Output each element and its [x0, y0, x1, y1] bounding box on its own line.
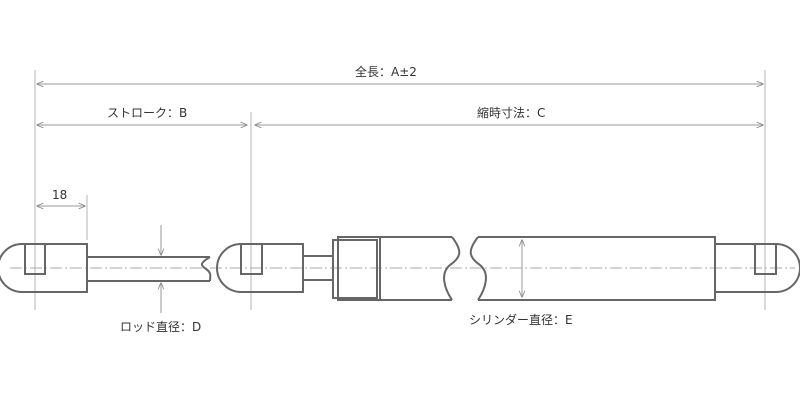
cylinder-diameter-label: シリンダー直径：E [469, 313, 573, 327]
cylinder-section-a [379, 236, 452, 301]
total-length-label: 全長：A±2 [352, 65, 420, 79]
stroke-label: ストローク：B [104, 106, 191, 120]
cylinder-end-socket [754, 243, 777, 275]
rod-assembly [0, 243, 212, 293]
cylinder-break-left [443, 236, 461, 301]
rod-diameter-label: ロッド直径：D [120, 320, 202, 334]
rod-segment [303, 255, 333, 281]
cylinder-gland-outer [332, 239, 378, 299]
extension-lines [34, 70, 766, 310]
end-length-label: 18 [49, 188, 71, 202]
rod-end-socket [24, 243, 46, 275]
cylinder-break-right [469, 236, 487, 301]
rod-end-fitting [0, 243, 88, 293]
cylinder-rod-end-fitting [216, 243, 304, 293]
compressed-length-label: 縮時寸法：C [474, 106, 549, 120]
rod-body [87, 256, 210, 282]
rod-break [200, 256, 212, 282]
cylinder-rod-end-socket [240, 243, 263, 275]
dimension-lines [37, 84, 763, 206]
